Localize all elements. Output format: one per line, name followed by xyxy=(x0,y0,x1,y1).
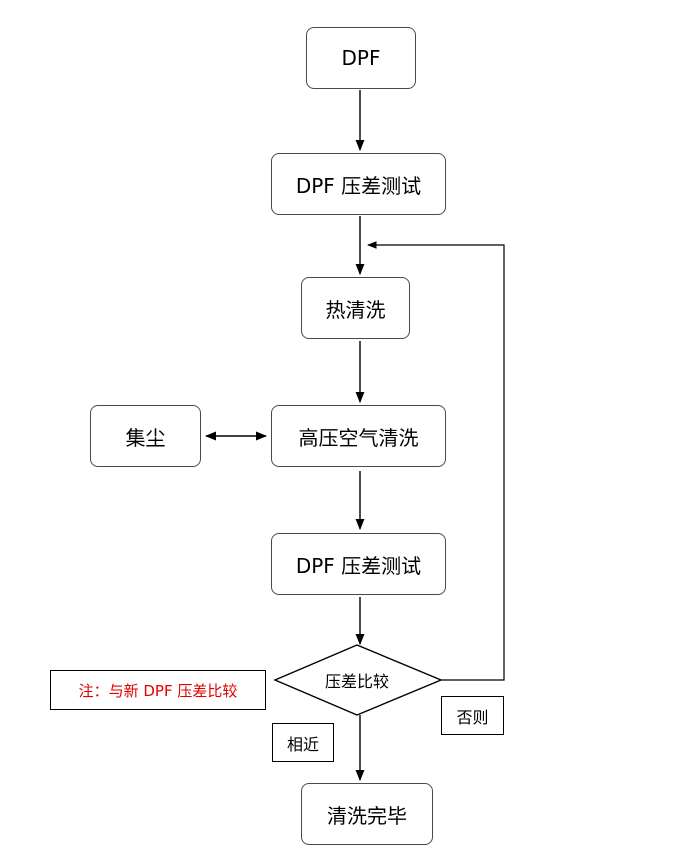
node-air-clean: 高压空气清洗 xyxy=(271,405,446,467)
arrow-loop-back xyxy=(367,241,505,681)
note-label: 注：与新 DPF 压差比较 xyxy=(50,670,266,710)
node-pressure-test-1: DPF 压差测试 xyxy=(271,153,446,215)
node-compare-label: 压差比较 xyxy=(324,672,390,691)
node-done: 清洗完毕 xyxy=(301,783,433,845)
label-otherwise: 否则 xyxy=(441,696,504,735)
node-hot-clean: 热清洗 xyxy=(301,277,410,339)
node-pressure-test-2: DPF 压差测试 xyxy=(271,533,446,595)
node-dust-collection: 集尘 xyxy=(90,405,201,467)
label-similar: 相近 xyxy=(272,723,334,762)
decision-diamond xyxy=(273,644,443,716)
node-dpf: DPF xyxy=(306,27,416,89)
